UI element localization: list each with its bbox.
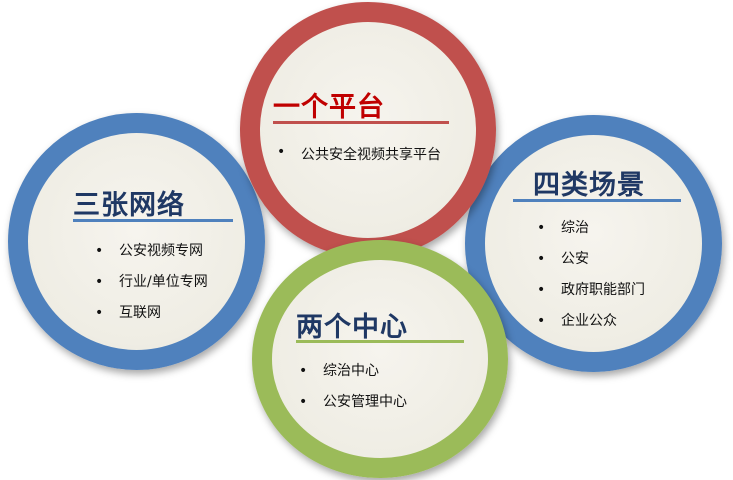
list-item: 综治中心 <box>299 356 407 387</box>
list-item: 政府职能部门 <box>537 275 645 306</box>
list-item: 公安视频专网 <box>95 236 208 267</box>
list-item: 企业公众 <box>537 306 645 337</box>
list-item: 公共安全视频共享平台 <box>277 144 441 164</box>
list-item: 公安管理中心 <box>299 387 407 418</box>
networks-title: 三张网络 <box>73 190 185 221</box>
scenarios-list: 综治 公安 政府职能部门 企业公众 <box>537 213 645 337</box>
list-item: 行业/单位专网 <box>95 267 208 298</box>
platform-circle <box>240 2 496 258</box>
centers-underline <box>296 340 464 343</box>
list-item: 综治 <box>537 213 645 244</box>
scenarios-underline <box>513 199 681 202</box>
list-item: 公安 <box>537 244 645 275</box>
platform-list: 公共安全视频共享平台 <box>277 144 441 164</box>
platform-title: 一个平台 <box>273 92 385 123</box>
platform-underline <box>273 121 449 124</box>
centers-title: 两个中心 <box>296 312 408 343</box>
networks-list: 公安视频专网 行业/单位专网 互联网 <box>95 236 208 329</box>
list-item: 互联网 <box>95 298 208 329</box>
networks-underline <box>73 219 233 222</box>
scenarios-title: 四类场景 <box>533 170 645 201</box>
centers-list: 综治中心 公安管理中心 <box>299 356 407 418</box>
